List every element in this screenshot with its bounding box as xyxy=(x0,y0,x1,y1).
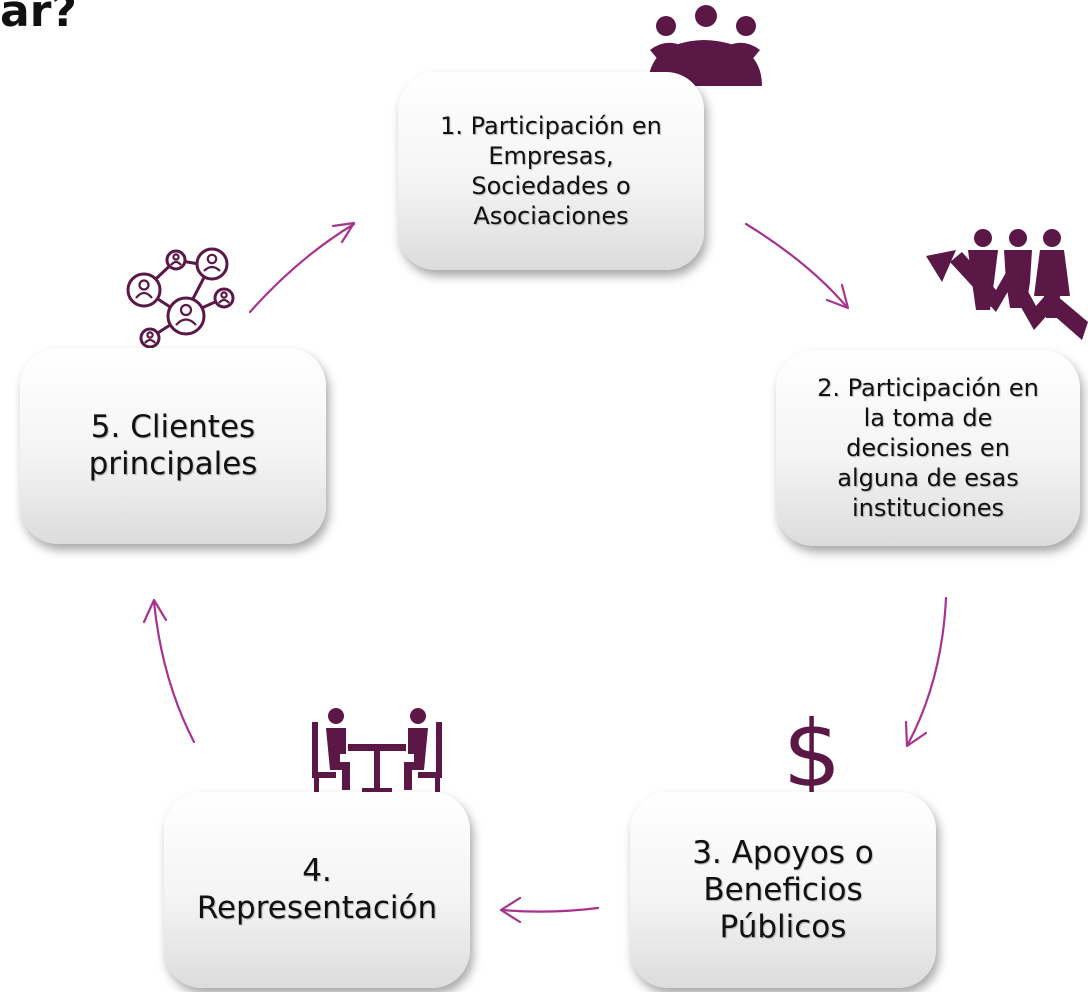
node-participacion-empresas: 1. Participación en Empresas, Sociedades… xyxy=(398,72,704,270)
node-label-line: decisiones en xyxy=(846,434,1010,462)
arrow-4-to-5-head xyxy=(142,598,168,624)
arrow-2-to-3 xyxy=(906,596,948,746)
node-label-line: principales xyxy=(88,446,258,482)
arrow-3-to-4 xyxy=(500,906,600,913)
node-label-line: Beneficios xyxy=(703,871,863,908)
node-clientes-principales: 5. Clientes principales xyxy=(20,348,326,544)
people-growth-arrow-icon xyxy=(926,229,1088,340)
node-label-line: Públicos xyxy=(719,908,847,945)
arrow-5-to-1 xyxy=(248,222,356,314)
node-label-line: 1. Participación en xyxy=(440,112,662,140)
node-label-line: Representación xyxy=(196,890,438,926)
node-label-line: la toma de xyxy=(863,404,993,432)
arrow-3-to-4-head xyxy=(499,896,522,924)
node-label-line: instituciones xyxy=(851,494,1005,522)
arrow-2-to-3-head xyxy=(904,720,928,748)
dollar-sign-icon: $ xyxy=(783,701,842,808)
node-representacion: 4. Representación xyxy=(164,792,470,988)
node-label-line: Empresas, xyxy=(488,142,614,170)
node-apoyos-beneficios: 3. Apoyos o Beneficios Públicos xyxy=(630,792,936,988)
node-label-line: 4. xyxy=(302,853,332,889)
node-label-line: 5. Clientes xyxy=(90,409,256,445)
group-meeting-icon xyxy=(648,5,762,86)
node-label-line: Asociaciones xyxy=(473,202,629,230)
node-toma-decisiones: 2. Participación en la toma de decisione… xyxy=(776,350,1080,546)
arrow-4-to-5 xyxy=(152,600,196,744)
node-label-line: Sociedades o xyxy=(471,172,631,200)
title-fragment: ar? xyxy=(0,0,77,37)
node-label-line: 3. Apoyos o xyxy=(692,834,874,871)
people-at-table-icon xyxy=(312,708,442,792)
arrow-1-to-2-head xyxy=(825,283,850,310)
arrow-1-to-2 xyxy=(744,222,848,308)
node-label-line: 2. Participación en xyxy=(817,374,1039,402)
node-label-line: alguna de esas xyxy=(837,464,1019,492)
arrow-5-to-1-head xyxy=(331,221,356,244)
svg-text:$: $ xyxy=(783,701,842,808)
network-people-icon xyxy=(126,247,235,349)
